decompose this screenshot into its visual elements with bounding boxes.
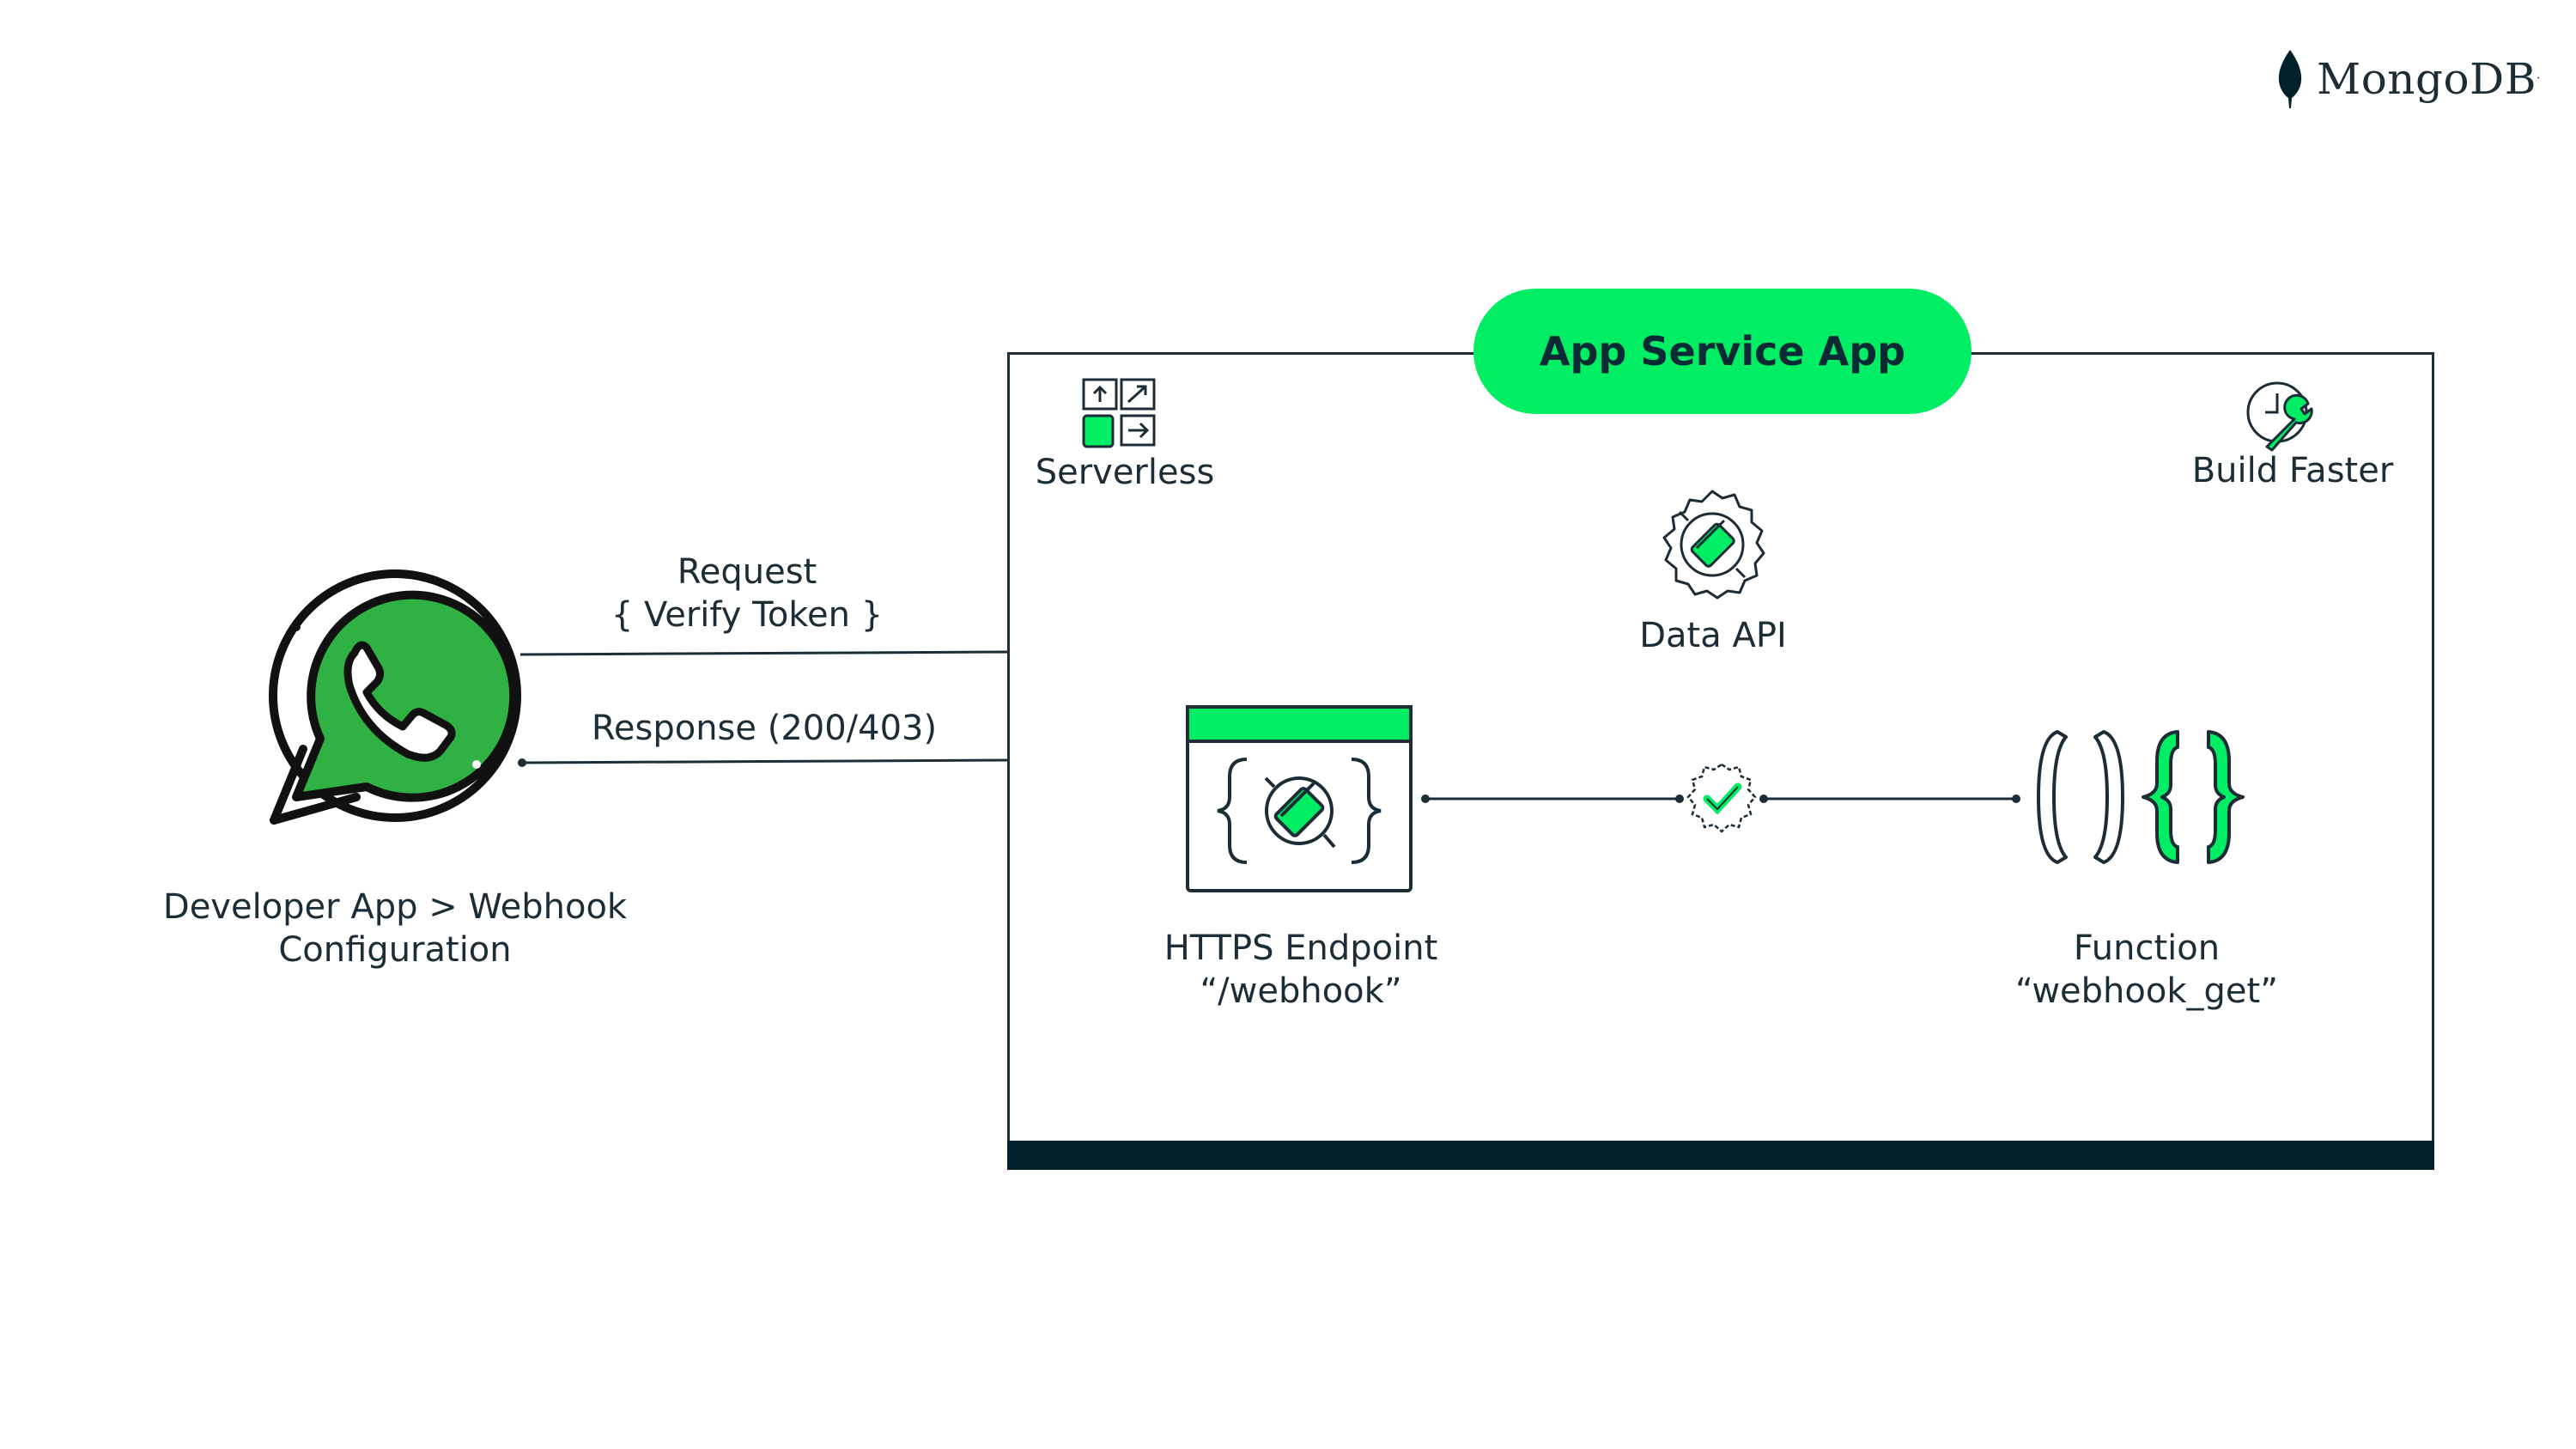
plug-gear-icon bbox=[1662, 490, 1765, 600]
data-api-label: Data API bbox=[1639, 616, 1787, 655]
response-label: Response (200/403) bbox=[591, 709, 938, 748]
mongodb-leaf-icon bbox=[2278, 50, 2302, 108]
brand-mark: . bbox=[2536, 68, 2541, 82]
function-label-line2: “webhook_get” bbox=[2015, 971, 2278, 1011]
app-service-frame-footer bbox=[1007, 1141, 2434, 1170]
endpoint-function-connector bbox=[1421, 763, 2020, 833]
client-label-line1: Developer App > Webhook bbox=[162, 887, 628, 927]
app-service-title: App Service App bbox=[1473, 289, 1971, 414]
endpoint-label-line1: HTTPS Endpoint bbox=[1163, 928, 1438, 968]
connector-lines bbox=[518, 648, 1016, 767]
request-token-label: { Verify Token } bbox=[611, 595, 884, 635]
response-arrow bbox=[521, 758, 1012, 764]
function-label-line1: Function bbox=[2073, 928, 2221, 968]
client-label-line2: Configuration bbox=[278, 930, 512, 970]
wrench-clock-icon bbox=[2246, 381, 2313, 452]
https-endpoint-icon bbox=[1186, 705, 1413, 892]
brand-name: MongoDB bbox=[2317, 54, 2537, 104]
request-label: Request bbox=[677, 552, 817, 592]
serverless-label: Serverless bbox=[1035, 453, 1215, 492]
serverless-icon bbox=[1082, 378, 1156, 448]
endpoint-label-line2: “/webhook” bbox=[1200, 971, 1402, 1011]
function-brackets-icon bbox=[2037, 730, 2245, 864]
build-faster-label: Build Faster bbox=[2191, 451, 2394, 490]
request-arrow bbox=[519, 650, 1012, 656]
whatsapp-icon bbox=[269, 569, 521, 825]
brand-logo: MongoDB. bbox=[2275, 45, 2541, 113]
check-gear-icon bbox=[1686, 763, 1757, 833]
